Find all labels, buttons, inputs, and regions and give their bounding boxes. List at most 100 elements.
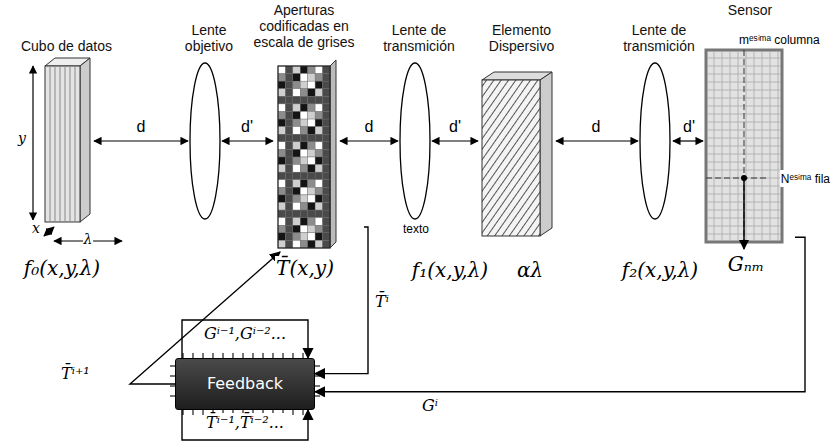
aperture-cell [293, 134, 300, 142]
distance-label: d [136, 118, 147, 136]
aperture-cell [278, 240, 285, 248]
aperture-cell [323, 96, 330, 104]
signal-label: Gₙₘ [727, 252, 765, 276]
aperture-cell [285, 134, 292, 142]
aperture-cell [323, 172, 330, 180]
aperture-cell [300, 240, 307, 248]
distance-label: d' [240, 118, 254, 136]
aperture-cell [285, 240, 292, 248]
aperture-cell [293, 180, 300, 188]
distance-label: d' [682, 118, 696, 136]
aperture-cell [293, 233, 300, 241]
aperture-cell [278, 165, 285, 173]
aperture-cell [300, 195, 307, 203]
aperture-cell [278, 134, 285, 142]
aperture-cell [278, 195, 285, 203]
aperture-cell [323, 74, 330, 82]
pixel-arrow [743, 178, 745, 249]
aperture-cell [300, 142, 307, 150]
aperture-cell [285, 195, 292, 203]
aperture-cell [308, 172, 315, 180]
aperture-cell [285, 225, 292, 233]
aperture-cell [285, 127, 292, 135]
aperture-cell [278, 218, 285, 226]
aperture-cell [315, 66, 322, 74]
aperture-cell [293, 127, 300, 135]
aperture-cell [293, 66, 300, 74]
aperture-cell [278, 66, 285, 74]
component-label: Feedback [205, 375, 285, 393]
aperture-cell [323, 218, 330, 226]
distance-arrow [556, 140, 638, 141]
edge-label: Gⁱ [421, 396, 439, 415]
aperture-cell [278, 127, 285, 135]
distance-arrow [94, 140, 188, 141]
feedback-connector [182, 320, 308, 358]
aperture-cell [293, 81, 300, 89]
aperture-cell [278, 112, 285, 120]
chip-pin [315, 385, 320, 387]
aperture-cell [308, 66, 315, 74]
distance-arrow [673, 140, 703, 141]
aperture-cell [315, 134, 322, 142]
aperture-cell [293, 89, 300, 97]
aperture-cell [293, 74, 300, 82]
aperture-cell [308, 157, 315, 165]
aperture-cell [323, 112, 330, 120]
aperture-cell [293, 119, 300, 127]
aperture-cell [308, 74, 315, 82]
distance-arrows [94, 140, 703, 141]
aperture-cell [300, 180, 307, 188]
aperture-cell [308, 119, 315, 127]
column-label: mᵉˢⁱᵐᵃ columna [738, 31, 821, 48]
feedback-chip: Feedback [175, 358, 315, 410]
aperture-cell [278, 74, 285, 82]
aperture-cell [293, 225, 300, 233]
aperture-side [330, 60, 336, 248]
aperture-cell [278, 81, 285, 89]
aperture-cell [278, 157, 285, 165]
aperture-cell [285, 142, 292, 150]
aperture-cell [293, 104, 300, 112]
cube-side [80, 58, 90, 222]
aperture-cell [278, 149, 285, 157]
aperture-cell [323, 203, 330, 211]
aperture-cell [308, 127, 315, 135]
prism-side [540, 72, 552, 236]
aperture-cell [315, 157, 322, 165]
aperture-cell [293, 210, 300, 218]
signal-label: αλ [516, 258, 544, 282]
objective-lens [190, 63, 220, 219]
signal-label: f₂(x,y,λ) [621, 258, 699, 282]
chip-pins [170, 353, 320, 415]
aperture-cell [278, 89, 285, 97]
feedback-connector [315, 227, 368, 374]
edge-label: T̄ⁱ⁺¹ [60, 364, 91, 383]
cube-front [45, 66, 80, 222]
aperture-cell [300, 74, 307, 82]
aperture-cell [308, 134, 315, 142]
aperture-cell [315, 142, 322, 150]
aperture-cell [285, 187, 292, 195]
aperture-cell [300, 134, 307, 142]
chip-pin [202, 410, 204, 415]
axis-label: y [17, 130, 27, 146]
aperture-cell [300, 89, 307, 97]
aperture-cell [323, 180, 330, 188]
aperture-cell [293, 240, 300, 248]
aperture-cell [278, 225, 285, 233]
aperture-cell [308, 96, 315, 104]
aperture-cell [285, 218, 292, 226]
aperture-cell [293, 187, 300, 195]
aperture-cell [323, 233, 330, 241]
cube-slice [55, 66, 56, 222]
component-label: Sensor [705, 2, 795, 18]
aperture-cell [323, 104, 330, 112]
aperture-cell [300, 210, 307, 218]
aperture-cell [285, 165, 292, 173]
aperture-cell [308, 81, 315, 89]
axis-label: x [31, 220, 41, 236]
aperture-cell [323, 240, 330, 248]
aperture-cell [308, 240, 315, 248]
aperture-cell [293, 149, 300, 157]
